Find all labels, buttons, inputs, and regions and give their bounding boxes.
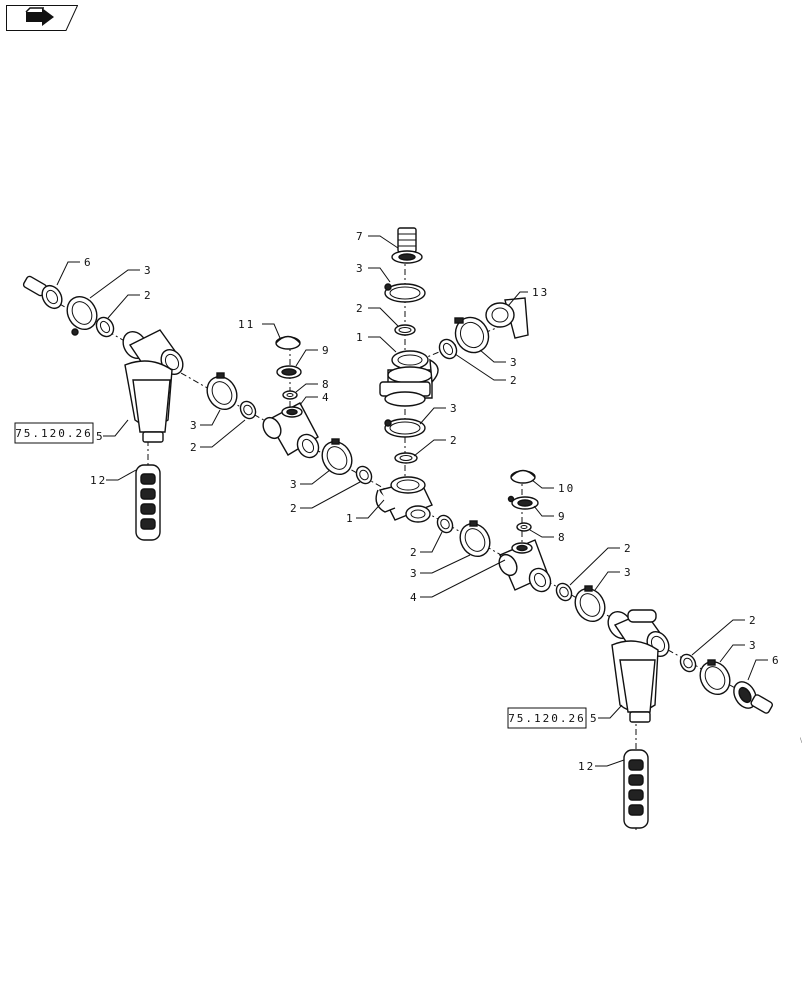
callout-2: 2 [190, 441, 199, 454]
callout-4: 4 [410, 591, 419, 604]
callout-12: 12 [90, 474, 107, 487]
callout-2: 2 [356, 302, 365, 315]
callout-1: 1 [346, 512, 355, 525]
forward-arrow-icon [6, 5, 79, 31]
part-1-upper-tee [379, 350, 439, 407]
callout-5: 5 [590, 712, 599, 725]
part-13-side-elbow [485, 297, 529, 339]
callout-3: 3 [144, 264, 153, 277]
callout-3: 3 [510, 356, 519, 369]
center-right-clamps-and-rings [436, 514, 491, 558]
part-9-right-nut [507, 495, 539, 510]
callout-4: 4 [322, 391, 331, 404]
callout-3: 3 [450, 402, 459, 415]
callout-13: 13 [532, 286, 549, 299]
part-1-main-tee [375, 476, 433, 523]
callout-8: 8 [322, 378, 331, 391]
side-clamp-and-ring [438, 316, 490, 360]
callout-3: 3 [624, 566, 633, 579]
callout-6: 6 [772, 654, 781, 667]
ref-label-right: 75.120.26 [508, 712, 586, 725]
left-end-fitting [22, 275, 63, 310]
part-5-left-filter-housing [122, 329, 184, 443]
middle-clamps-and-rings [384, 418, 426, 464]
callout-2: 2 [510, 374, 519, 387]
callout-2: 2 [144, 289, 153, 302]
right-end-fitting [733, 681, 773, 714]
callout-3: 3 [190, 419, 199, 432]
callout-labels: 7 3 2 1 13 3 2 3 2 6 3 2 11 9 8 4 5 3 2 … [84, 230, 781, 773]
callout-2: 2 [450, 434, 459, 447]
part-4-right-tee [498, 539, 552, 593]
callout-2: 2 [410, 546, 419, 559]
callout-9: 9 [558, 510, 567, 523]
ref-box-left[interactable]: 75.120.26 [14, 422, 94, 444]
ref-box-right[interactable]: 75.120.26 [507, 707, 587, 729]
corner-mark: \ [800, 737, 803, 744]
callout-2: 2 [624, 542, 633, 555]
left-run-clamps-and-rings [206, 372, 257, 420]
callout-10: 10 [558, 482, 575, 495]
callout-3: 3 [290, 478, 299, 491]
part-8-left-washer [282, 390, 298, 400]
right-run-clamps-and-rings [555, 582, 606, 623]
callout-6: 6 [84, 256, 93, 269]
callout-8: 8 [558, 531, 567, 544]
callout-11: 11 [238, 318, 255, 331]
callout-5: 5 [96, 430, 105, 443]
part-8-right-washer [516, 522, 532, 532]
callout-3: 3 [749, 639, 758, 652]
part-5-right-filter-housing [607, 609, 670, 723]
part-11-left-cap [275, 335, 301, 350]
part-7-hose-fitting [391, 227, 423, 264]
left-clamp-and-ring [66, 295, 115, 338]
part-12-left-filter-element [135, 464, 161, 541]
part-9-left-nut [276, 365, 302, 379]
forward-nav-button[interactable] [6, 5, 79, 31]
upper-clamps-and-rings [384, 283, 426, 336]
center-left-clamps-and-rings [321, 438, 373, 485]
callout-1: 1 [356, 331, 365, 344]
callout-12: 12 [578, 760, 595, 773]
callout-7: 7 [356, 230, 365, 243]
callout-9: 9 [322, 344, 331, 357]
part-10-right-cap [510, 469, 536, 484]
right-clamp-and-ring [679, 653, 731, 696]
callout-2: 2 [290, 502, 299, 515]
part-4-left-tee [262, 402, 320, 459]
ref-label-left: 75.120.26 [15, 427, 93, 440]
leader-lines [56, 235, 768, 767]
callout-3: 3 [410, 567, 419, 580]
part-12-right-filter-element [623, 749, 649, 829]
callout-2: 2 [749, 614, 758, 627]
callout-3: 3 [356, 262, 365, 275]
